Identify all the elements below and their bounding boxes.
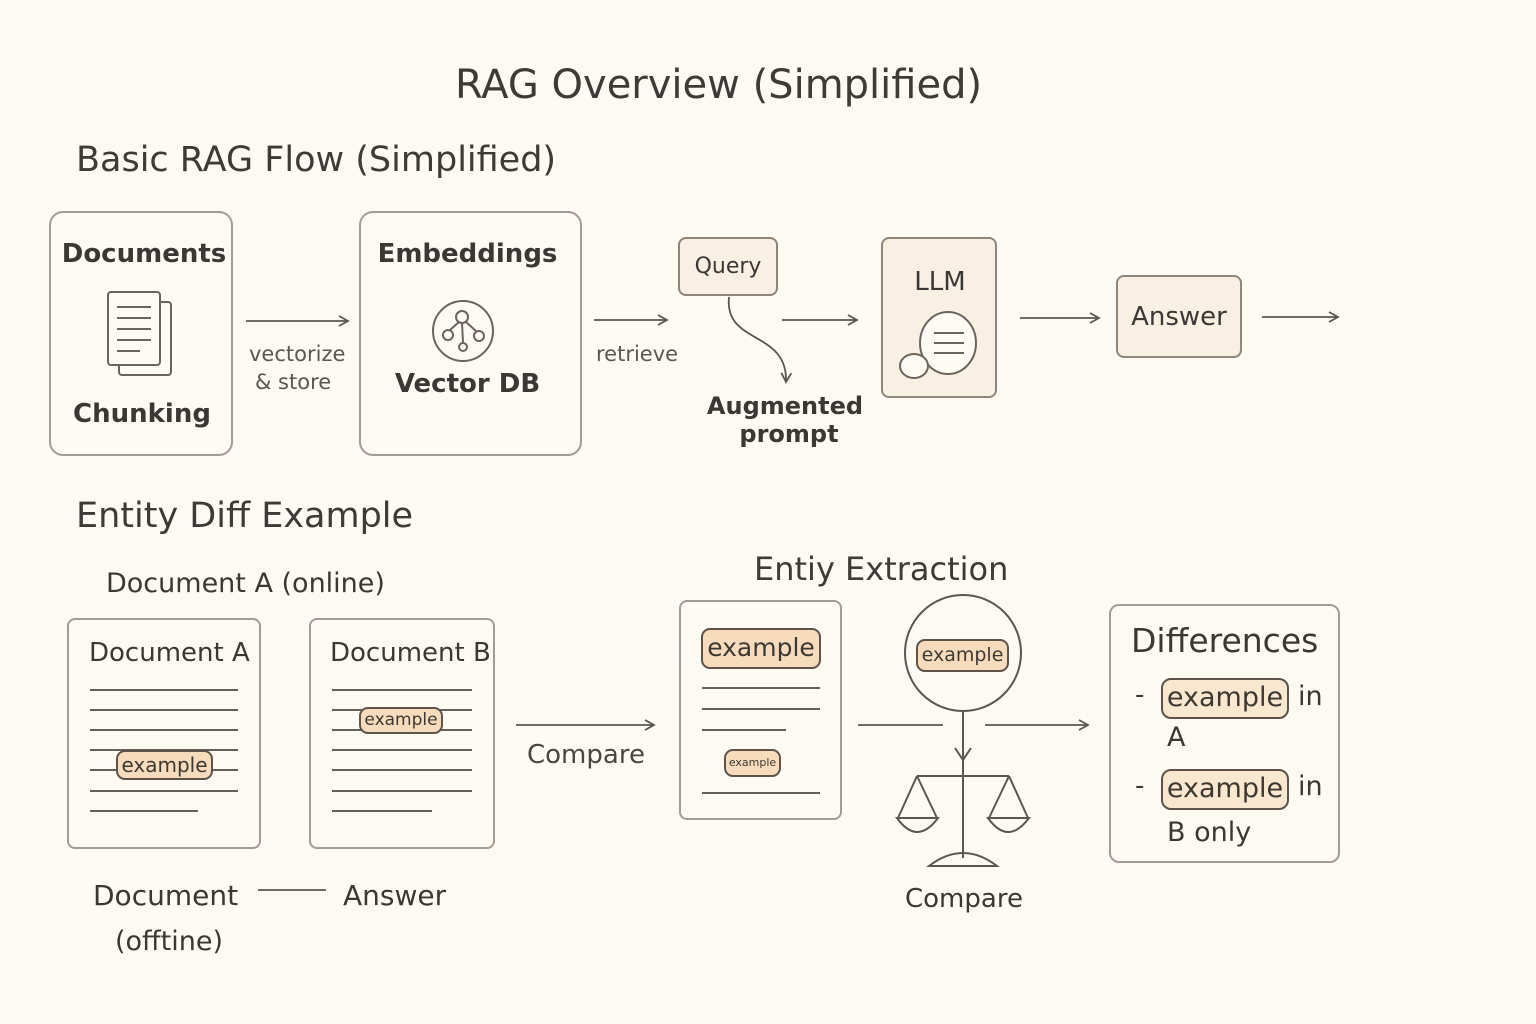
document-a-text-lines — [90, 689, 238, 812]
differences-box — [1109, 604, 1340, 863]
document-b-box — [309, 618, 495, 849]
answer-label: Answer — [1131, 302, 1227, 332]
extraction-example-tag-small: example — [724, 749, 781, 777]
llm-label: LLM — [914, 267, 966, 297]
entity-extraction-heading: Entiy Extraction — [754, 550, 1009, 588]
offline-label: (offtine) — [115, 926, 223, 957]
arrow-query-to-augmented — [728, 296, 793, 384]
query-box — [678, 237, 778, 296]
prompt-label: prompt — [739, 420, 839, 448]
diff2-rest: B only — [1167, 817, 1252, 848]
magnifier-example-tag: example — [916, 639, 1009, 672]
diff1-dash: - — [1135, 680, 1145, 710]
llm-box — [881, 237, 997, 398]
document-a-online-label: Document A (online) — [106, 568, 385, 599]
diff1-in: in — [1298, 681, 1323, 712]
extraction-doc-box — [679, 600, 842, 820]
documents-label: Documents — [61, 239, 227, 269]
document-offline-label: Document — [93, 879, 239, 912]
extraction-example-tag-large: example — [701, 628, 821, 669]
document-a-title: Document A — [89, 638, 250, 668]
compare-bottom-label: Compare — [905, 884, 1023, 914]
document-b-text-lines — [332, 689, 472, 812]
extraction-doc-text-lines — [702, 687, 820, 794]
chunking-label: Chunking — [73, 399, 211, 429]
embeddings-label: Embeddings — [377, 239, 558, 269]
vector-db-label: Vector DB — [394, 369, 541, 399]
answer-bottom-label: Answer — [343, 879, 447, 912]
diff1-example-tag: example — [1161, 678, 1289, 719]
differences-title: Differences — [1131, 621, 1319, 660]
balance-scale-icon — [895, 711, 1032, 867]
page-title: RAG Overview (Simplified) — [455, 62, 983, 108]
diff2-dash: - — [1135, 771, 1145, 801]
store-label: & store — [255, 370, 332, 394]
basic-rag-heading: Basic RAG Flow (Simplified) — [76, 140, 557, 180]
augmented-label: Augmented — [706, 392, 864, 420]
diff2-in: in — [1298, 771, 1323, 802]
entity-diff-heading: Entity Diff Example — [76, 496, 414, 536]
answer-box — [1116, 275, 1242, 358]
compare-mid-label: Compare — [527, 740, 645, 770]
diff2-example-tag: example — [1161, 769, 1289, 810]
document-b-example-tag: example — [359, 707, 443, 734]
diff1-rest: A — [1167, 722, 1186, 753]
query-label: Query — [694, 254, 762, 279]
document-b-title: Document B — [330, 638, 491, 668]
document-a-example-tag: example — [116, 750, 213, 780]
vectorize-label: vectorize — [249, 342, 346, 366]
document-a-box — [67, 618, 261, 849]
retrieve-label: retrieve — [596, 342, 679, 366]
